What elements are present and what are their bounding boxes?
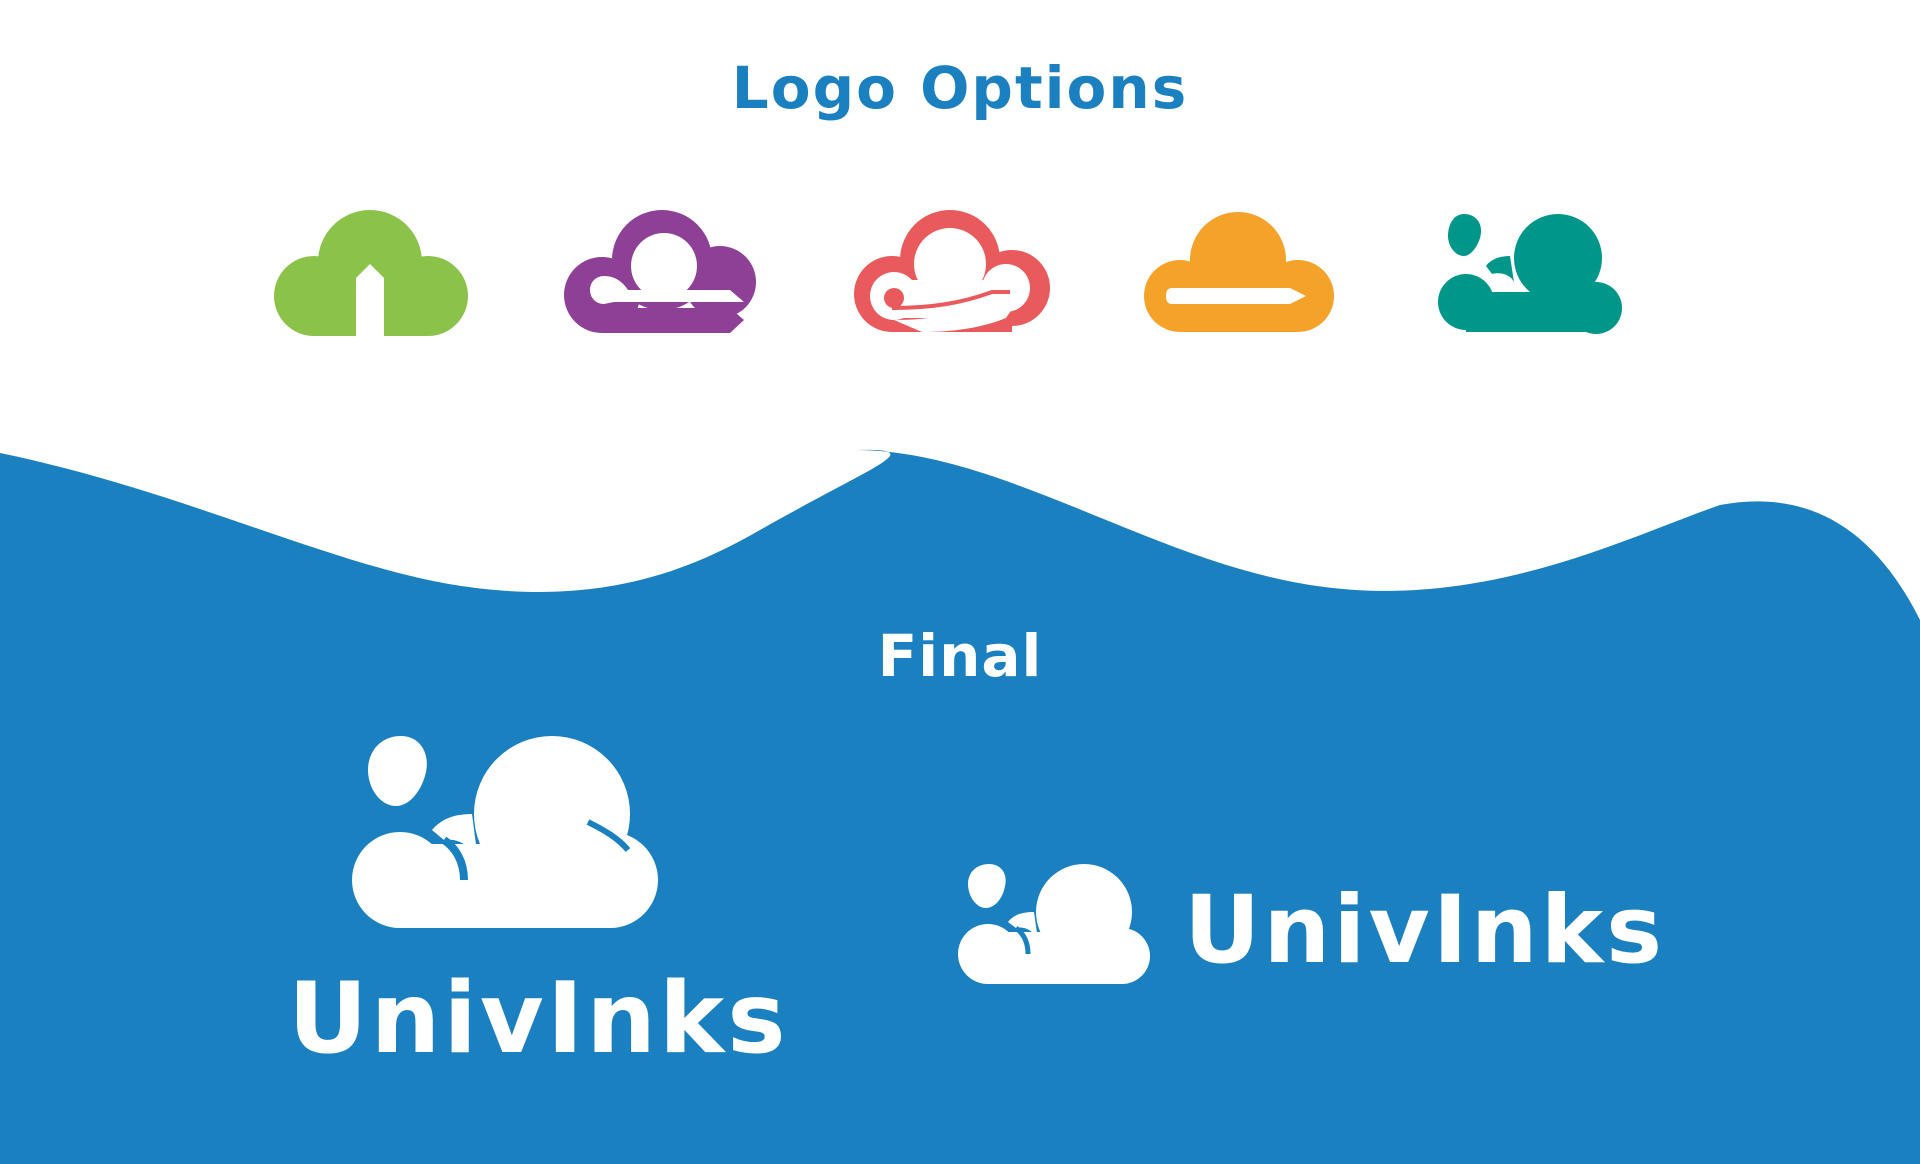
final-cloud-logo-large — [352, 736, 658, 928]
final-wordmark-small: UnivInks — [1184, 876, 1666, 985]
cloud-swoosh-icon — [564, 210, 756, 333]
cloud-outline-icon — [854, 210, 1050, 332]
cloud-pen-icon — [1144, 212, 1334, 332]
final-wordmark-large: UnivInks — [288, 962, 789, 1076]
final-section-title: Final — [877, 622, 1043, 690]
final-cloud-logo-small — [958, 864, 1150, 984]
cloud-droplet-icon — [1438, 214, 1622, 334]
page-title: Logo Options — [731, 54, 1189, 122]
cloud-house-icon — [274, 210, 468, 336]
